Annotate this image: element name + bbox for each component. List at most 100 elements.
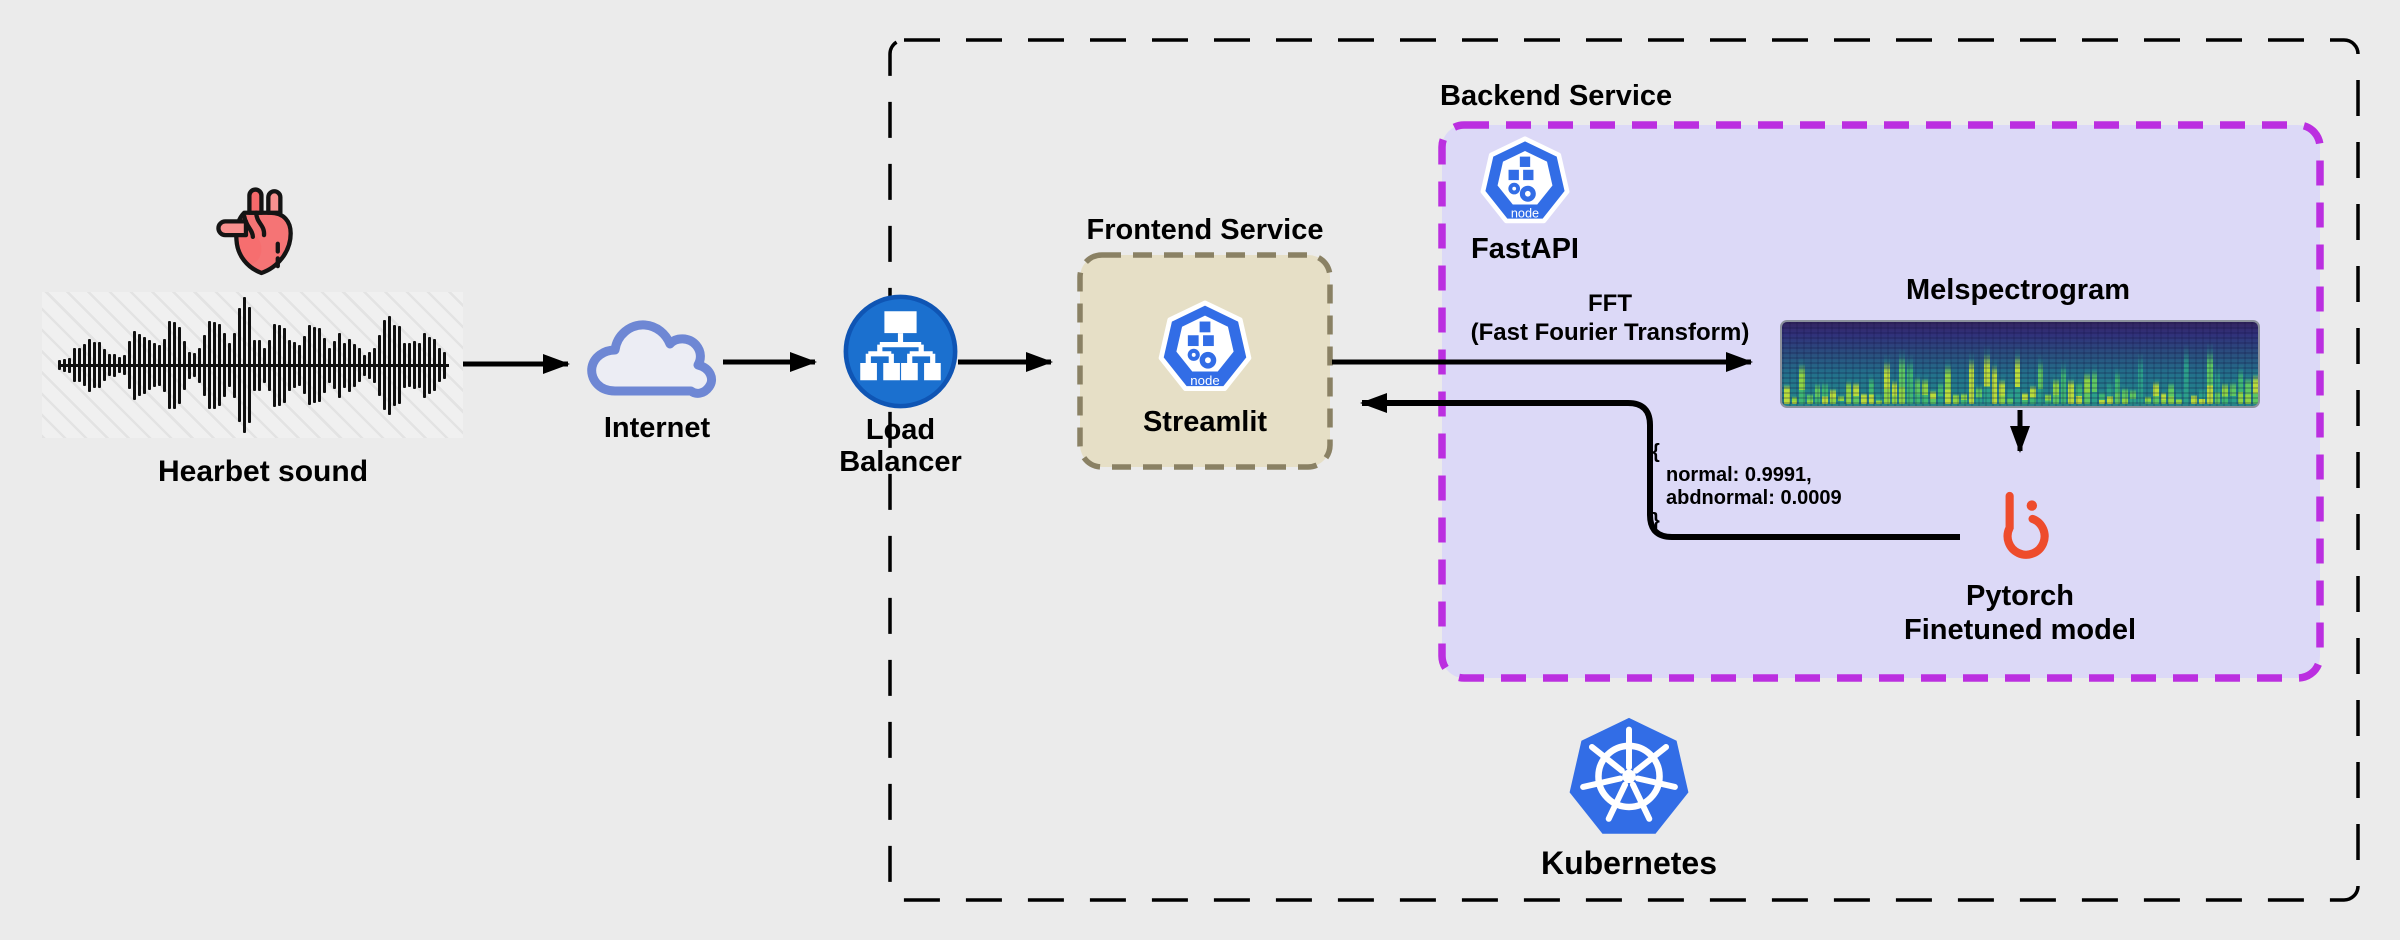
waveform-bar bbox=[193, 353, 196, 377]
waveform-bar bbox=[108, 354, 111, 376]
melspectrogram-column bbox=[2252, 369, 2258, 404]
melspectrogram-column bbox=[2076, 378, 2082, 404]
frontend-service-title: Frontend Service bbox=[1086, 214, 1324, 246]
melspectrogram-column bbox=[2006, 386, 2013, 404]
fft-label: FFT (Fast Fourier Transform) bbox=[1470, 290, 1750, 346]
waveform-bar bbox=[293, 342, 296, 388]
waveform-bar bbox=[228, 343, 231, 387]
melspectrogram-column bbox=[2153, 377, 2159, 404]
streamlit-node[interactable]: node bbox=[1156, 297, 1254, 399]
waveform-bar bbox=[153, 343, 156, 387]
melspectrogram-column bbox=[2030, 382, 2036, 404]
load-balancer-node[interactable] bbox=[843, 294, 958, 409]
melspectrogram-column bbox=[2060, 360, 2067, 404]
melspectrogram-column bbox=[2083, 367, 2090, 404]
melspectrogram-column bbox=[1907, 354, 1913, 404]
melspectrogram-column bbox=[2168, 379, 2175, 404]
heart-icon bbox=[216, 187, 293, 276]
source-label: Hearbet sound bbox=[157, 455, 369, 488]
melspectrogram-column bbox=[1799, 357, 1806, 404]
pytorch-node[interactable] bbox=[1983, 487, 2057, 573]
internet-label: Internet bbox=[603, 412, 711, 444]
waveform-bar bbox=[78, 348, 81, 382]
waveform-bar bbox=[403, 342, 406, 388]
waveform-bar bbox=[383, 320, 386, 410]
melspectrogram-column bbox=[2245, 373, 2251, 404]
kubernetes-platform-node[interactable] bbox=[1564, 714, 1694, 844]
kubernetes-label: Kubernetes bbox=[1540, 845, 1718, 881]
waveform-bar bbox=[413, 341, 416, 389]
waveform-bar bbox=[203, 334, 206, 396]
melspectrogram-column bbox=[1937, 378, 1944, 404]
waveform-bar bbox=[183, 340, 186, 390]
backend-service-title: Backend Service bbox=[1440, 80, 1673, 112]
melspectrogram-column bbox=[2206, 342, 2213, 404]
waveform-bar bbox=[208, 321, 211, 409]
waveform-bar bbox=[423, 332, 426, 398]
waveform-bar bbox=[88, 338, 91, 392]
waveform-bar bbox=[343, 342, 346, 388]
melspectrogram-column bbox=[2053, 374, 2059, 404]
melspectrogram-column bbox=[1883, 354, 1890, 404]
waveform-bar bbox=[418, 342, 421, 388]
melspectrogram-column bbox=[2191, 393, 2198, 404]
kubernetes-node-icon: node bbox=[1158, 300, 1252, 392]
fastapi-node[interactable]: node bbox=[1478, 133, 1572, 231]
melspectrogram-column bbox=[2099, 390, 2105, 404]
cloud-icon bbox=[587, 320, 716, 398]
waveform-bar bbox=[393, 324, 396, 406]
melspectrogram-column bbox=[1784, 381, 1790, 404]
waveform-bar bbox=[253, 339, 256, 391]
waveform-bar bbox=[188, 351, 191, 379]
load-balancer-label: Load Balancer bbox=[839, 414, 962, 478]
melspectrogram-column bbox=[1860, 391, 1867, 404]
waveform-bar bbox=[213, 321, 216, 409]
melspectrogram-column bbox=[2106, 379, 2113, 404]
melspectrogram-column bbox=[2091, 364, 2098, 404]
melspectrogram-column bbox=[1976, 383, 1982, 404]
waveform-bar bbox=[328, 347, 331, 383]
melspectrogram-column bbox=[1960, 391, 1967, 404]
melspectrogram-column bbox=[1814, 380, 1821, 404]
melspectrogram-column bbox=[2160, 390, 2167, 404]
waveform-bar bbox=[268, 339, 271, 391]
fastapi-label: FastAPI bbox=[1471, 233, 1579, 265]
melspectrogram-column bbox=[1837, 394, 1844, 404]
waveform-bar bbox=[248, 307, 251, 423]
waveform-bar bbox=[438, 348, 441, 382]
waveform-bar bbox=[408, 343, 411, 387]
waveform-bar bbox=[273, 323, 276, 407]
internet-node[interactable] bbox=[585, 310, 727, 412]
audio-waveform-icon[interactable] bbox=[42, 292, 463, 438]
waveform-bar bbox=[168, 321, 171, 409]
load-balancer-icon bbox=[843, 294, 958, 409]
waveform-bar bbox=[138, 334, 141, 396]
heartbeat-source-node[interactable] bbox=[215, 180, 301, 292]
melspectrogram-column bbox=[1845, 377, 1852, 404]
waveform-bar bbox=[333, 341, 336, 389]
melspectrogram-column bbox=[1868, 373, 1875, 404]
waveform-bar bbox=[128, 341, 131, 389]
melspectrogram-column bbox=[2145, 395, 2151, 404]
waveform-bar bbox=[378, 334, 381, 396]
melspectrogram-column bbox=[1822, 379, 1829, 404]
waveform-bar bbox=[143, 336, 146, 394]
melspectrogram-image[interactable] bbox=[1780, 320, 2260, 408]
waveform-bar bbox=[278, 324, 281, 406]
waveform-bar bbox=[338, 332, 341, 398]
melspectrogram-column bbox=[1945, 358, 1952, 404]
waveform-bar bbox=[163, 338, 166, 392]
waveform-bar bbox=[148, 340, 151, 390]
melspectrogram-column bbox=[2183, 344, 2190, 404]
waveform-bar bbox=[58, 360, 61, 370]
waveform-bar bbox=[433, 339, 436, 391]
melspectrogram-column bbox=[2122, 385, 2128, 404]
waveform-bar bbox=[233, 332, 236, 398]
melspectrogram-column bbox=[2222, 379, 2228, 404]
waveform-bar bbox=[243, 297, 246, 433]
melspectrogram-column bbox=[2114, 366, 2121, 404]
waveform-bar bbox=[238, 308, 241, 422]
melspectrogram-column bbox=[2045, 392, 2052, 404]
svg-text:node: node bbox=[1190, 373, 1219, 388]
